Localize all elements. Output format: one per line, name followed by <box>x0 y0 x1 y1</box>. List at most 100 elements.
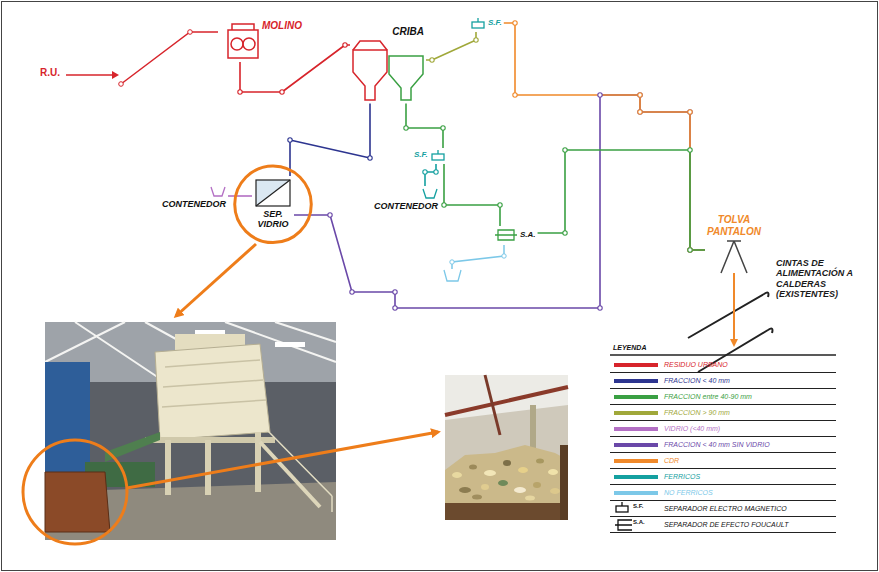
legend-symbol <box>614 518 632 531</box>
flow-line <box>504 23 705 250</box>
conveyor-pulley <box>688 148 692 152</box>
flow-line <box>228 195 252 197</box>
flow-line <box>538 150 705 250</box>
conveyor-pulley <box>513 21 517 25</box>
container: CONTENEDOR <box>160 184 228 211</box>
legend-swatch <box>614 395 658 399</box>
highlight-circle <box>23 440 127 544</box>
conveyor-pulley <box>393 290 397 294</box>
photo-beam <box>485 375 500 435</box>
equipment-label: S.F. <box>488 18 502 27</box>
equipment-label: TOLVA PANTALON <box>707 214 761 237</box>
magnet-symbol <box>432 154 444 160</box>
arrow-head <box>730 339 738 347</box>
eddy-symbol <box>495 230 517 240</box>
legend-text: FRACCION < 40 mm SIN VIDRIO <box>664 437 770 452</box>
conveyor-pulley <box>688 110 692 114</box>
glass-pieces <box>518 467 528 473</box>
legend-text: NO FERRICOS <box>664 485 713 500</box>
flow-line <box>240 45 350 92</box>
legend-row: SEPARADOR ELECTRO MAGNETICO <box>610 501 836 517</box>
callout-arrow <box>176 244 256 316</box>
conveyor-pulley <box>328 213 332 217</box>
legend: RESIDUO URBANOFRACCION < 40 mmFRACCION e… <box>610 357 836 533</box>
equipment-symbol <box>430 150 446 162</box>
screen-top <box>353 41 387 50</box>
legend-swatch <box>614 491 658 495</box>
equipment-label: CONTENEDOR <box>374 201 438 211</box>
flow-line <box>425 164 436 186</box>
glass-pieces <box>452 459 560 501</box>
glass-pieces <box>533 482 541 488</box>
legend-text: VIDRIO (<40 mm) <box>664 421 720 436</box>
container-symbol <box>444 270 461 281</box>
hopper-legs <box>721 241 747 273</box>
callout-arrow <box>127 432 438 488</box>
arrow-head <box>112 71 119 79</box>
equipment-symbol <box>255 179 291 207</box>
conveyor-pulley <box>368 156 372 160</box>
plant-photo <box>45 322 336 540</box>
equipment-label: S.F. <box>414 150 428 159</box>
belt-label: CINTAS DE ALIMENTACIÓN A CALDERAS (EXIST… <box>776 258 872 299</box>
legend-text: FRACCION > 90 mm <box>664 405 730 420</box>
equipment-symbol <box>226 20 260 60</box>
conveyor-pulley <box>442 203 446 207</box>
photo-container-rim <box>560 445 568 520</box>
conveyor-pulley <box>474 38 478 42</box>
equipment-label: MOLINO <box>262 20 302 32</box>
flow-line <box>444 164 500 226</box>
conveyor-pulleys <box>563 148 692 252</box>
legend-text: CDR <box>664 453 679 468</box>
screen-hopper <box>353 50 387 100</box>
conveyor-pulley <box>598 306 602 310</box>
conveyor-pulley <box>688 248 692 252</box>
conveyor-pulleys <box>423 170 438 174</box>
separator-fill <box>256 180 290 206</box>
legend-row: CDR <box>610 453 836 469</box>
feed-belt <box>688 293 769 338</box>
equipment-symbol <box>352 40 424 102</box>
legend-row: FRACCION > 90 mm <box>610 405 836 421</box>
glass-pieces <box>469 465 477 470</box>
equipment-symbol <box>494 228 518 242</box>
photo-skylight <box>445 375 568 420</box>
flow-line <box>290 104 370 177</box>
magnetic-separator: S.F. <box>412 148 448 164</box>
eddy-symbol <box>615 520 632 530</box>
legend-row: FRACCION entre 40-90 mm <box>610 389 836 405</box>
glass-pieces <box>525 496 535 501</box>
conveyor-pulley <box>450 260 454 264</box>
glass-pieces <box>484 470 496 476</box>
conveyor-pulley <box>188 30 193 35</box>
separator-diagonal <box>256 180 290 206</box>
magnetic-separator: S.F. <box>468 16 504 32</box>
legend-row: VIDRIO (<40 mm) <box>610 421 836 437</box>
legend-row: NO FERRICOS <box>610 485 836 501</box>
container: CONTENEDOR <box>372 186 440 213</box>
mill-roller <box>243 38 255 50</box>
conveyor-pulley <box>598 93 602 97</box>
glass-pieces <box>503 460 511 466</box>
container-symbol <box>211 187 225 196</box>
glass-pieces <box>452 472 462 478</box>
equipment-label: CONTENEDOR <box>162 199 226 209</box>
conveyor-pulley <box>430 58 434 62</box>
container-symbol <box>423 189 437 198</box>
legend-text: RESIDUO URBANO <box>664 357 728 372</box>
conveyor-pulley <box>441 126 445 130</box>
legend-text: FRACCION entre 40-90 mm <box>664 389 752 404</box>
photo-ground <box>445 375 568 520</box>
equipment-symbol <box>470 18 486 30</box>
magnet-symbol <box>472 22 484 28</box>
legend-swatch <box>614 475 658 479</box>
conveyor-pulleys <box>430 38 478 62</box>
highlight-circle <box>235 166 312 243</box>
symbol-tag: S.F. <box>633 503 643 510</box>
conveyor-pulleys <box>238 43 347 94</box>
photo-leg <box>255 432 261 492</box>
glass-pieces <box>548 469 558 475</box>
photo-railing <box>267 430 332 512</box>
conveyor-pulley <box>343 43 347 47</box>
